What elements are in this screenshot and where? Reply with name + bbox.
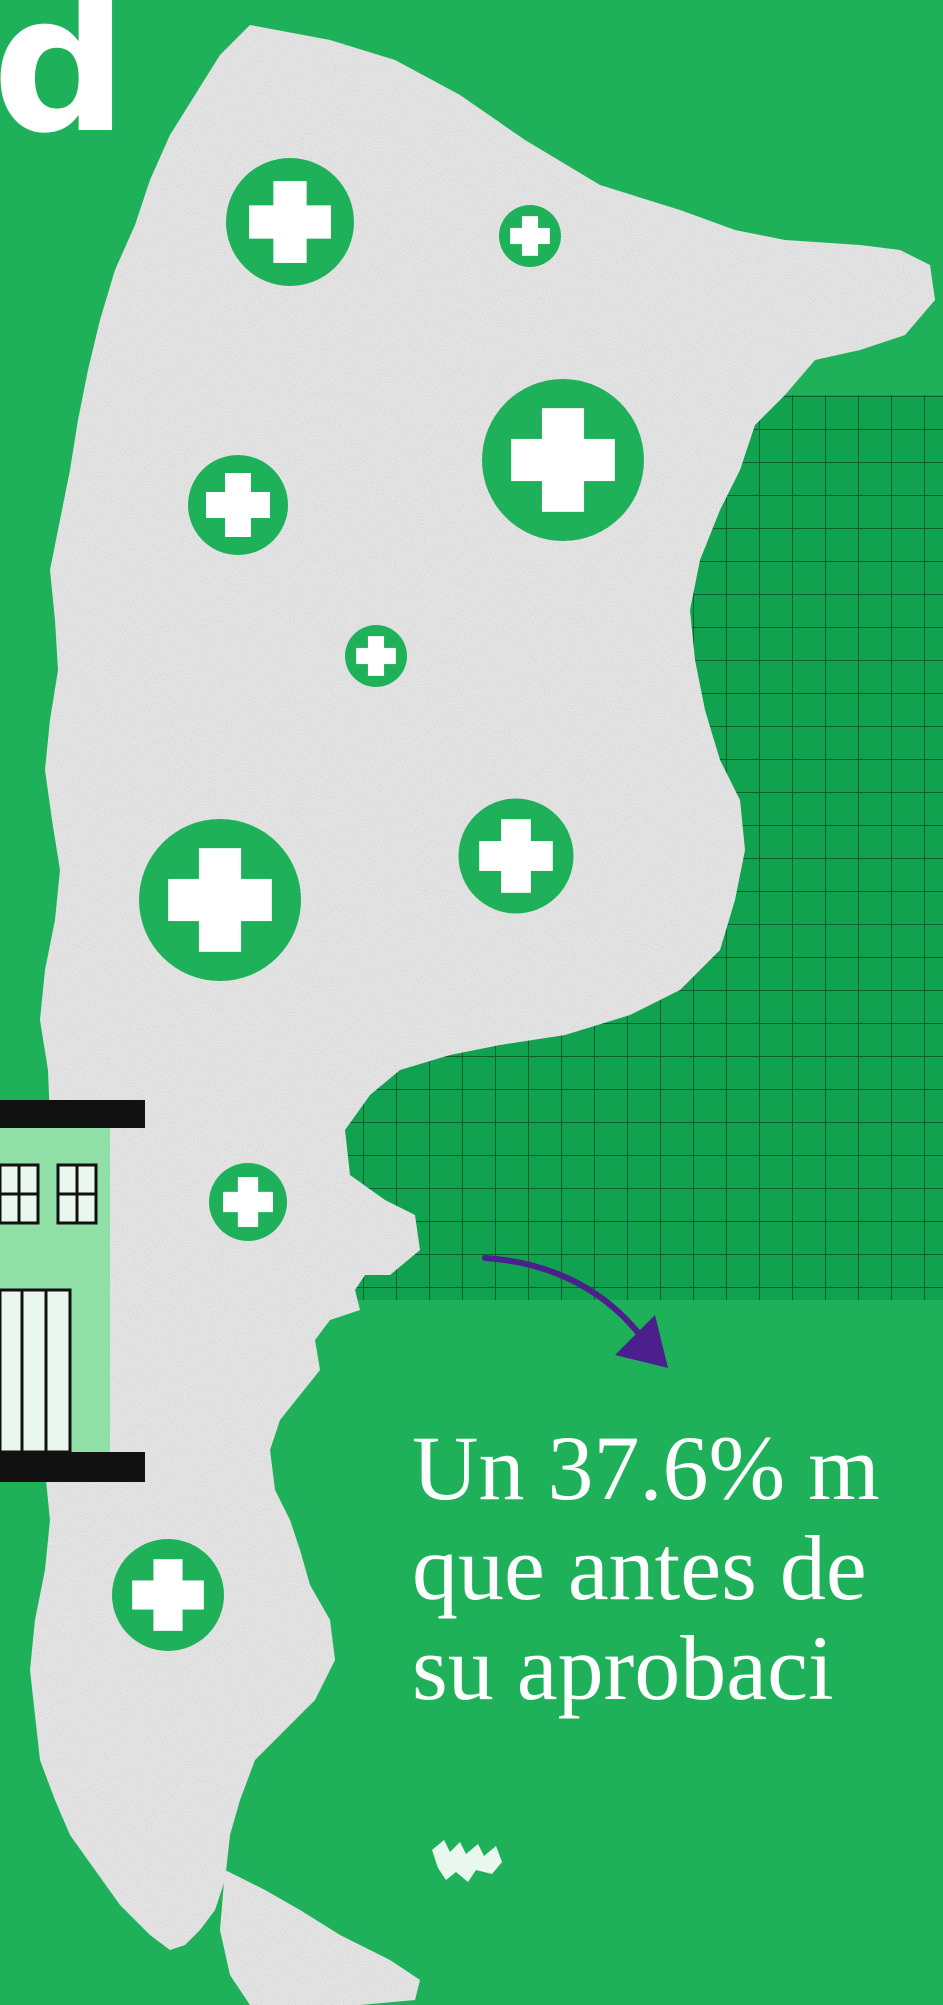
medical-cross-icon (139, 819, 301, 981)
heading-fragment: d (0, 0, 128, 175)
medical-cross-icon (226, 158, 354, 286)
medical-cross-icon (345, 625, 407, 687)
caption-line-1: Un 37.6% m (412, 1417, 880, 1519)
hospital-building-illustration (0, 1100, 145, 1482)
caption-line-3: su aprobaci (412, 1617, 834, 1719)
caption-line-2: que antes de (412, 1517, 867, 1619)
medical-cross-icon (209, 1163, 287, 1241)
tierra-del-fuego (220, 1870, 420, 2005)
brand-logo-mark (432, 1840, 502, 1882)
statistic-caption: Un 37.6% m que antes de su aprobaci (412, 1418, 880, 1718)
medical-cross-icon (112, 1539, 224, 1651)
medical-cross-icon (499, 205, 561, 267)
medical-cross-icon (188, 455, 288, 555)
pointer-arrow-icon (482, 1255, 668, 1368)
medical-cross-icon (458, 798, 574, 914)
medical-cross-icon (482, 379, 644, 541)
